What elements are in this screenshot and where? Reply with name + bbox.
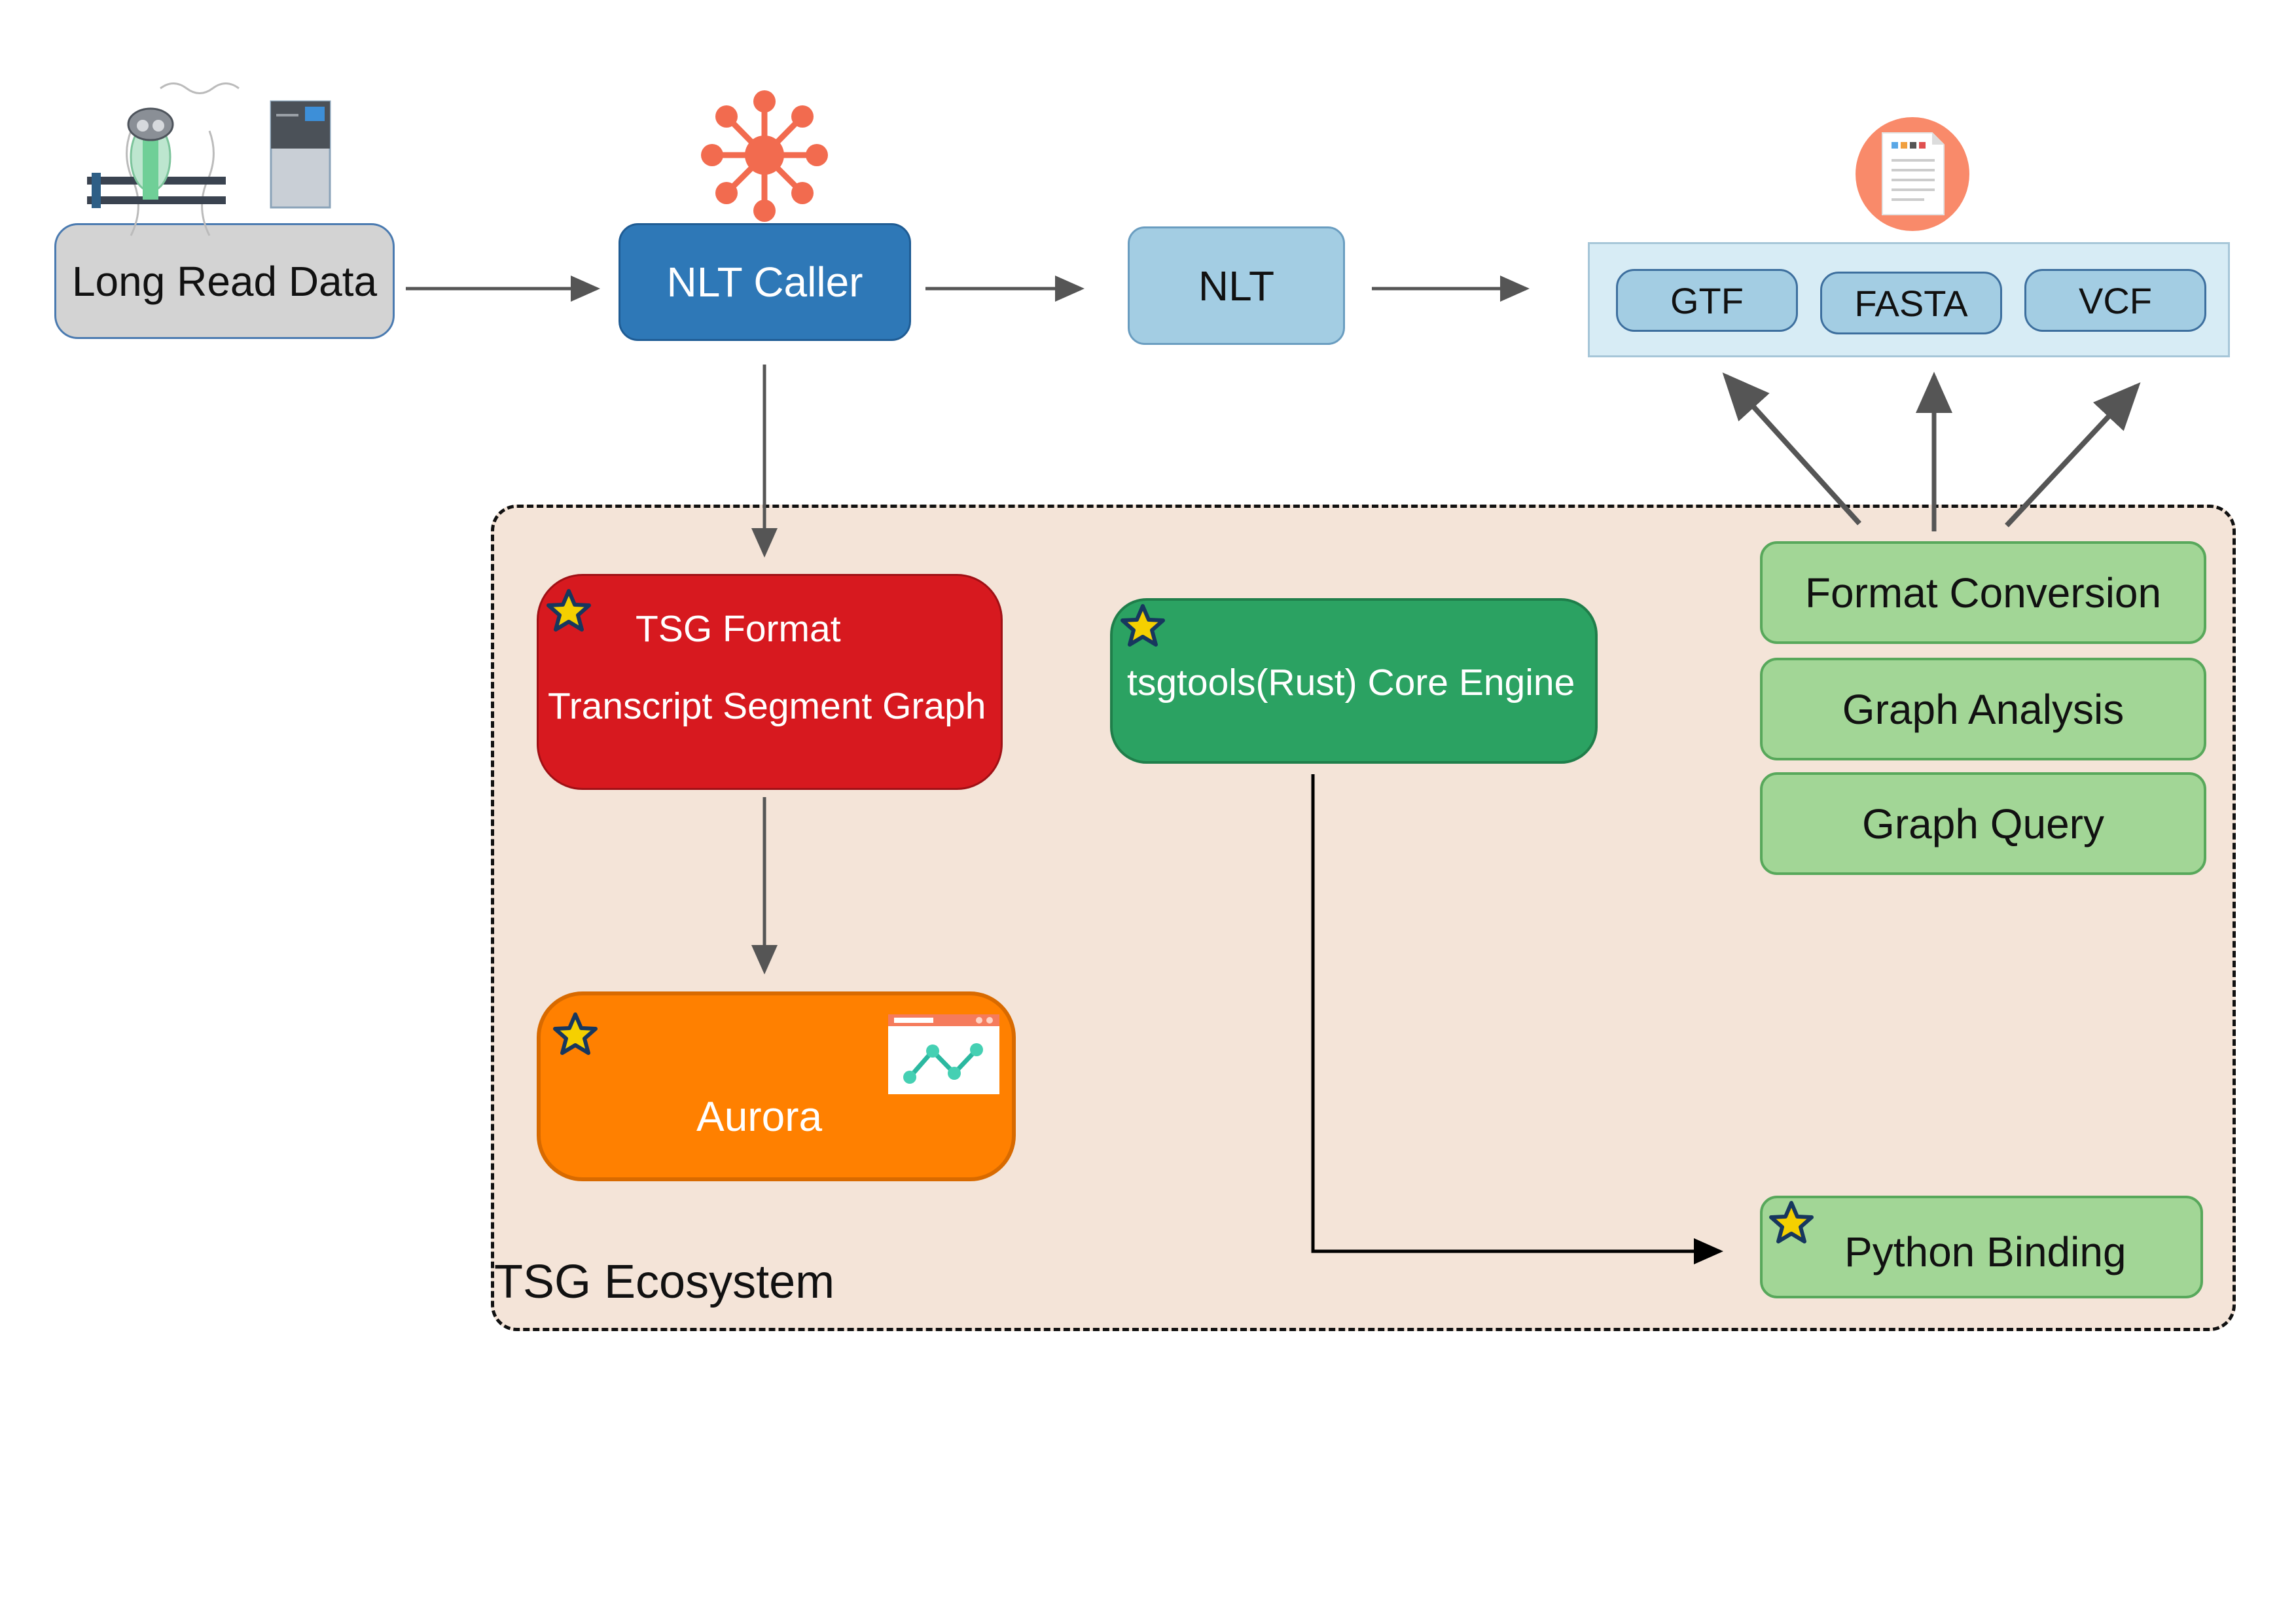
arrow-conversion-to-vcf: [2005, 382, 2141, 527]
output-format-gtf[interactable]: GTF: [1616, 269, 1798, 332]
output-format-label: GTF: [1670, 279, 1744, 321]
graph-query-label: Graph Query: [1862, 800, 2104, 847]
format-conversion-node[interactable]: Format Conversion: [1760, 541, 2206, 644]
output-formats-panel: GTF FASTA VCF: [1588, 242, 2230, 357]
graph-query-node[interactable]: Graph Query: [1760, 772, 2206, 875]
graph-analysis-node[interactable]: Graph Analysis: [1760, 658, 2206, 760]
aurora-label: Aurora: [696, 1093, 823, 1140]
network-hub-nodes: [701, 90, 828, 222]
long-read-data-node[interactable]: Long Read Data: [54, 223, 395, 339]
tsg-format-title: TSG Format: [636, 608, 841, 650]
format-conversion-label: Format Conversion: [1804, 569, 2162, 616]
sequencer-icon: [87, 82, 240, 236]
arrow-conversion-to-gtf: [1722, 372, 1861, 526]
browser-chart-icon: [888, 1014, 999, 1094]
star-icon-core: [1121, 604, 1165, 647]
output-format-vcf[interactable]: VCF: [2024, 269, 2206, 332]
core-engine-node[interactable]: tsgtools(Rust) Core Engine: [1110, 598, 1598, 764]
output-format-label: VCF: [2079, 279, 2152, 321]
nlt-node[interactable]: NLT: [1128, 226, 1345, 345]
output-format-label: FASTA: [1854, 282, 1968, 324]
output-format-fasta[interactable]: FASTA: [1820, 272, 2002, 334]
nlt-caller-label: NLT Caller: [666, 259, 863, 306]
tsg-format-subtitle: Transcript Segment Graph: [548, 685, 986, 727]
tsg-format-node[interactable]: TSG Format Transcript Segment Graph: [537, 574, 1003, 790]
star-icon-python: [1769, 1201, 1814, 1243]
graph-analysis-label: Graph Analysis: [1842, 685, 2125, 733]
tsg-ecosystem-label: TSG Ecosystem: [494, 1256, 835, 1308]
sequencer-machine-icon: [270, 100, 331, 209]
star-icon-aurora: [553, 1012, 598, 1055]
nlt-label: NLT: [1198, 262, 1275, 310]
nlt-caller-node[interactable]: NLT Caller: [619, 223, 911, 341]
core-engine-label: tsgtools(Rust) Core Engine: [1127, 662, 1575, 704]
arrow-core-to-python: [1311, 774, 1723, 1264]
python-binding-label: Python Binding: [1844, 1228, 2126, 1275]
document-icon: [1856, 117, 1969, 231]
star-icon-tsg: [547, 589, 591, 632]
python-binding-node[interactable]: Python Binding: [1760, 1196, 2203, 1298]
long-read-data-label: Long Read Data: [71, 257, 378, 305]
